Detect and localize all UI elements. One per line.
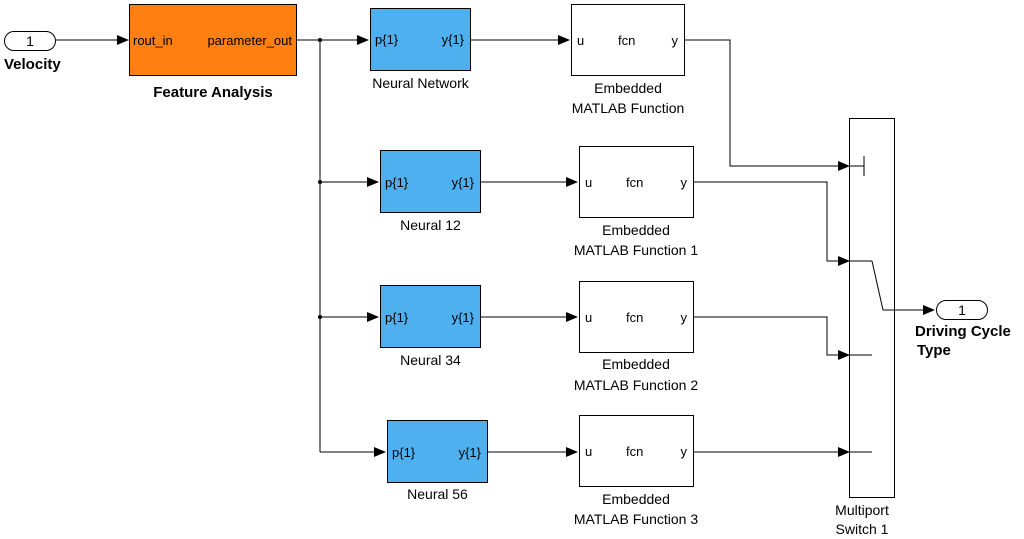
driving-cycle-label-line2: Type [917,342,951,359]
feature-analysis-block[interactable]: rout_in parameter_out [129,4,297,76]
neural-12-label: Neural 12 [400,217,461,233]
neural-34-block[interactable]: p{1} y{1} [380,285,481,348]
embedded-matlab-function-3-label-line1: Embedded [602,491,670,507]
function-body: fcn [626,310,644,325]
neural-in-port: p{1} [392,445,416,460]
function-in-port: u [585,310,593,325]
embedded-matlab-function-3-label-line2: MATLAB Function 3 [573,511,699,527]
feature-analysis-label: Feature Analysis [153,84,273,101]
neural-out-port: y{1} [458,445,481,460]
embedded-matlab-function-block[interactable]: u fcn y [571,4,685,76]
embedded-matlab-function-label-line2: MATLAB Function [571,100,685,116]
function-body: fcn [618,33,636,48]
neural-out-port: y{1} [451,310,474,325]
inport-number: 1 [26,33,34,49]
function-out-port: y [671,33,679,48]
embedded-matlab-function-1-block[interactable]: u fcn y [579,146,694,218]
neural-in-port: p{1} [385,310,409,325]
neural-56-block[interactable]: p{1} y{1} [387,420,488,483]
embedded-matlab-function-3-block[interactable]: u fcn y [579,415,694,487]
neural-network-label: Neural Network [372,75,469,91]
embedded-matlab-function-1-label-line2: MATLAB Function 1 [573,242,699,258]
driving-cycle-outport[interactable]: 1 [936,300,988,320]
multiport-switch-block[interactable] [849,118,895,498]
feature-analysis-in-port: rout_in [133,33,173,48]
function-out-port: y [680,444,688,459]
driving-cycle-label-line1: Driving Cycle [915,323,1011,340]
embedded-matlab-function-label-line1: Embedded [594,80,662,96]
function-in-port: u [585,444,593,459]
function-body: fcn [626,444,644,459]
neural-34-label: Neural 34 [400,352,461,368]
neural-56-label: Neural 56 [407,486,468,502]
outport-number: 1 [958,302,966,318]
embedded-matlab-function-2-label-line2: MATLAB Function 2 [573,377,699,393]
neural-in-port: p{1} [385,175,409,190]
multiport-switch-label-line1: Multiport [835,502,889,518]
function-body: fcn [626,175,644,190]
multiport-switch-label-line2: Switch 1 [835,521,889,537]
embedded-matlab-function-2-block[interactable]: u fcn y [579,281,694,353]
function-out-port: y [680,310,688,325]
velocity-label: Velocity [4,56,61,73]
neural-network-block[interactable]: p{1} y{1} [370,8,471,71]
function-in-port: u [577,33,585,48]
embedded-matlab-function-2-label-line1: Embedded [602,356,670,372]
feature-analysis-out-port: parameter_out [207,33,292,48]
velocity-inport[interactable]: 1 [4,31,56,51]
neural-in-port: p{1} [375,32,399,47]
neural-out-port: y{1} [451,175,474,190]
neural-12-block[interactable]: p{1} y{1} [380,150,481,213]
embedded-matlab-function-1-label-line1: Embedded [602,222,670,238]
neural-out-port: y{1} [441,32,464,47]
function-in-port: u [585,175,593,190]
function-out-port: y [680,175,688,190]
